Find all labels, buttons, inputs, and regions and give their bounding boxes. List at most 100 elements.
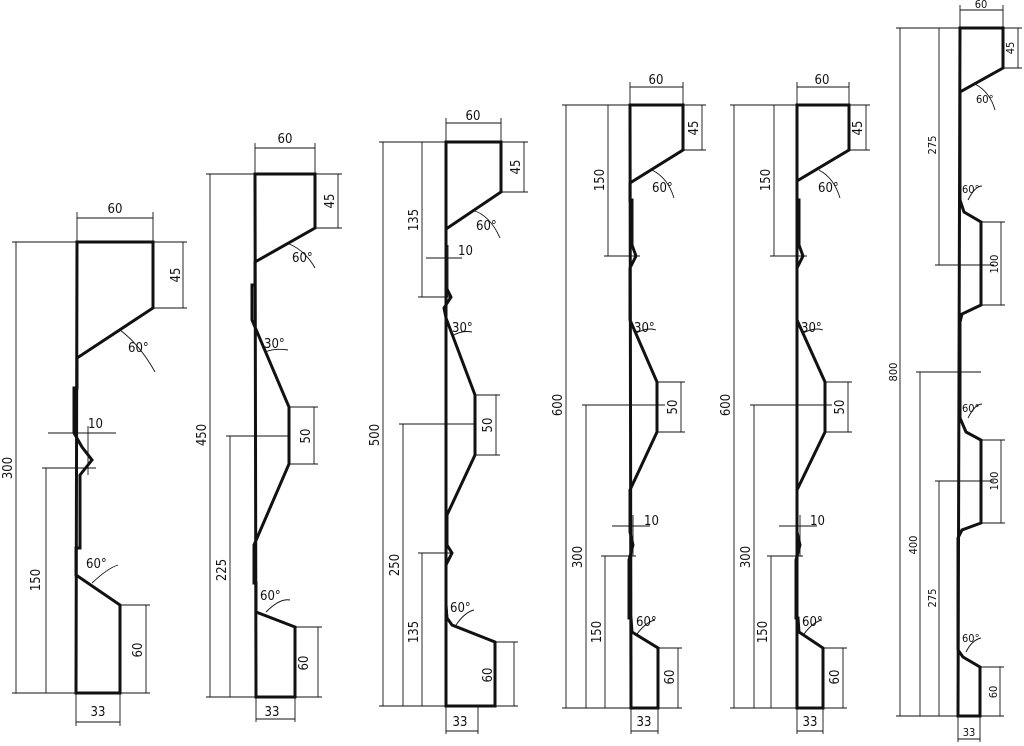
profile-450-mid-label: 225 (215, 559, 230, 581)
profile-500-ridge-label: 50 (481, 418, 496, 433)
profile-300-bottom-depth-label: 60 (131, 643, 146, 658)
profile-500-angle-arc (471, 209, 501, 239)
profile-600-a-height-label: 600 (551, 394, 566, 416)
profile-300-width-dim (76, 212, 154, 242)
profile-800-upper-label: 275 (926, 136, 939, 155)
profile-800-mid-label: 400 (907, 536, 920, 555)
profile-600-b-angle-label: 60° (818, 181, 839, 196)
profile-600-a-depth-dim (683, 104, 706, 151)
profile-450-bottom-angle-arc (265, 599, 291, 613)
profile-450: 60 45 60° 450 30° 50 225 60° 60 (195, 132, 342, 722)
profile-500-lower-label: 135 (407, 621, 422, 643)
profile-600-b-slope-arc (802, 328, 824, 334)
profile-800-angle2-label: 60° (962, 183, 980, 196)
profile-800-bottom-depth-label: 60 (987, 686, 1000, 699)
profile-600-a-lower-dim (601, 555, 636, 708)
profile-600-b-bottom-angle-label: 60° (802, 615, 823, 630)
profile-600-a-depth-label: 45 (687, 121, 702, 136)
profile-600-b-bottom-depth-label: 60 (828, 670, 843, 685)
profile-500-bottom-depth-label: 60 (481, 668, 496, 683)
profile-600-b-lower-label: 150 (756, 621, 771, 643)
profile-300-bottom-angle-arc (91, 564, 119, 584)
profile-300-notch-dim (48, 426, 116, 475)
profile-300-angle-arc (119, 329, 156, 373)
profile-300-notch-label: 10 (88, 417, 103, 432)
profile-600-b-depth-dim (849, 104, 870, 151)
profile-300-bottom-width-label: 33 (91, 705, 106, 720)
profile-800-depth-dim (1003, 27, 1022, 69)
profile-450-slope-arc (264, 348, 289, 353)
profile-300-bottom-depth-dim (120, 604, 150, 694)
profile-600-a-slope-label: 30° (634, 321, 655, 336)
profile-800: 60 45 60° 800 275 60° 100 400 60° (887, 0, 1022, 742)
profile-600-b-ridge-dim (825, 381, 852, 433)
profile-600-b-depth-label: 45 (851, 121, 866, 136)
profile-500-bottom-width-dim (445, 706, 479, 734)
profile-600-a-width-dim (629, 82, 684, 105)
profile-450-ridge-dim (289, 406, 318, 465)
profile-800-upper-dim (935, 28, 994, 266)
profile-500-mid-label: 250 (388, 554, 403, 576)
profile-300-angle-label: 60° (128, 341, 149, 356)
profile-300-height-dim (12, 241, 77, 694)
profile-600-a-angle-arc (651, 169, 675, 199)
profile-600-a-angle-label: 60° (652, 181, 673, 196)
profile-500-lower-dim (418, 552, 452, 706)
profile-450-angle-label: 60° (292, 251, 313, 266)
profile-800-bottom-depth-dim (980, 666, 1004, 717)
profile-300-depth-dim (153, 241, 187, 309)
profile-500-upper-label: 135 (407, 209, 422, 231)
profile-800-ridge1-dim (981, 221, 1005, 306)
profile-600-b-height-label: 600 (719, 394, 734, 416)
profile-300-bottom-width-dim (75, 693, 121, 726)
profile-800-height-dim (896, 27, 960, 717)
profile-500-bottom-width-label: 33 (453, 715, 468, 730)
profile-600-b-height-dim (730, 104, 797, 709)
profile-800-lower-dim (935, 480, 994, 716)
profile-450-bottom-depth-dim (295, 626, 322, 698)
profile-450-depth-label: 45 (323, 194, 338, 209)
profile-600-a-upper-label: 150 (593, 169, 608, 191)
profile-600-a-notch-dim (612, 515, 650, 556)
profile-600-b-notch-label: 10 (810, 514, 825, 529)
profile-450-depth-dim (315, 173, 342, 229)
profile-600-a-ridge-label: 50 (666, 400, 681, 415)
profile-450-width-dim (254, 143, 316, 174)
profile-450-bottom-depth-label: 60 (297, 656, 312, 671)
profile-300: 60 45 60° 300 10 150 60° (1, 202, 187, 726)
profile-500: 60 45 60° 500 135 10 30° 50 (368, 109, 528, 734)
profile-500-width-label: 60 (466, 109, 481, 124)
profile-600-a-upper-dim (604, 105, 640, 257)
profile-600-b-bottom-depth-dim (823, 647, 847, 709)
profile-600-b-mid-dim (750, 404, 832, 708)
profile-600-a-lower-label: 150 (590, 621, 605, 643)
profile-800-bottom-angle-arc (965, 637, 982, 653)
profile-300-mid-label: 150 (29, 569, 44, 591)
profile-300-bottom-angle-label: 60° (86, 557, 107, 572)
profile-500-width-dim (445, 118, 502, 142)
profile-600-b-ridge-label: 50 (833, 400, 848, 415)
profile-450-slope-label: 30° (264, 337, 285, 352)
profile-600-a-ridge-dim (657, 381, 685, 433)
profile-600-b-bottom-width-label: 33 (803, 715, 818, 730)
profile-800-ridge2-label: 100 (988, 472, 1001, 491)
profile-500-ridge-dim (475, 394, 500, 456)
profile-500-depth-label: 45 (509, 160, 524, 175)
profile-450-bottom-width-label: 33 (265, 705, 280, 720)
profile-300-height-label: 300 (1, 457, 16, 479)
profile-600-a-notch-label: 10 (644, 514, 659, 529)
profile-800-bottom-width-label: 33 (963, 726, 976, 739)
profile-800-lower-label: 275 (926, 589, 939, 608)
profile-450-height-dim (206, 173, 256, 698)
profile-600-b-slope-label: 30° (801, 321, 822, 336)
profile-800-angle-label: 60° (976, 93, 994, 106)
profile-600-a-height-dim (562, 104, 631, 709)
profile-450-height-label: 450 (195, 424, 210, 446)
profile-600-a-bottom-depth-label: 60 (663, 670, 678, 685)
profile-600-a-bottom-depth-dim (658, 647, 682, 709)
profile-500-slope-arc (451, 331, 473, 337)
profile-500-notch-label: 10 (458, 244, 473, 259)
profile-600-b-notch-dim (779, 515, 817, 556)
profile-450-width-label: 60 (278, 132, 293, 147)
